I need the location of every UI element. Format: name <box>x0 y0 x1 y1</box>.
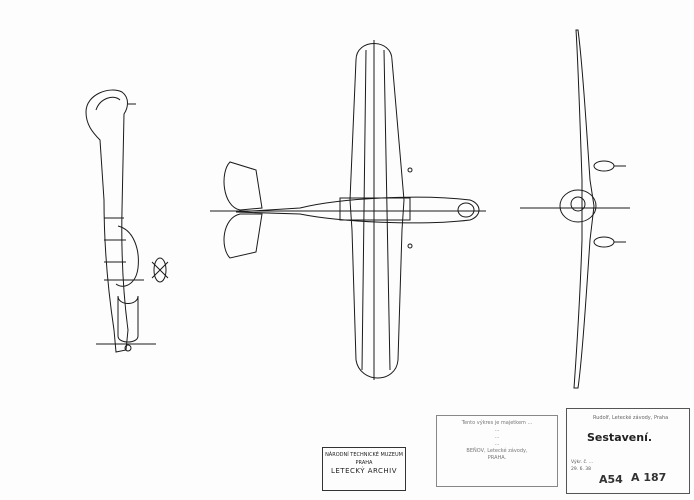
ownership-notice: Tento výkres je majetkem ... ... ... ...… <box>436 415 558 487</box>
stamp-line-3: LETECKÝ ARCHIV <box>330 467 398 475</box>
drawing-meta: Výkr. č. ... 29. 6. 38 <box>571 459 593 473</box>
drawing-number: A 187 <box>631 471 667 484</box>
notice-line: ... <box>494 434 500 440</box>
meta-line: Výkr. č. ... <box>571 460 594 465</box>
notice-line: BEŇOV, Letecké závody, <box>466 448 528 454</box>
company-name: Rudolf, Letecké závody, Praha <box>593 415 669 421</box>
stamp-line-2: PRAHA <box>355 460 373 466</box>
drawing-title: Sestavení. <box>587 431 653 444</box>
sheet-code: A54 <box>599 473 623 486</box>
top-view <box>210 40 486 380</box>
front-view <box>520 29 630 389</box>
museum-archive-stamp: NÁRODNÍ TECHNICKÉ MUZEUM PRAHA LETECKÝ A… <box>322 447 406 491</box>
notice-line: ... <box>494 427 500 433</box>
stamp-line-1: NÁRODNÍ TECHNICKÉ MUZEUM <box>325 452 403 458</box>
meta-line: 29. 6. 38 <box>571 467 592 472</box>
notice-line: PRAHA. <box>487 455 507 461</box>
title-block: Rudolf, Letecké závody, Praha Sestavení.… <box>566 408 690 494</box>
notice-line: ... <box>494 441 500 447</box>
notice-line: Tento výkres je majetkem ... <box>461 420 533 426</box>
side-view <box>85 89 169 353</box>
